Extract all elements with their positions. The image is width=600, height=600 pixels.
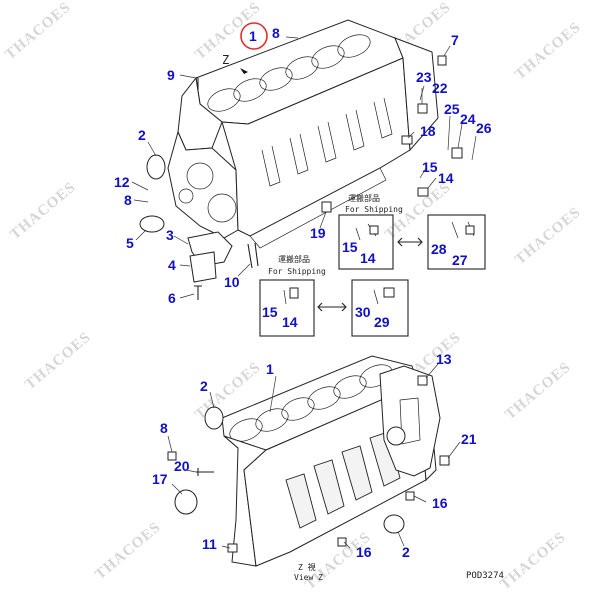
callout-5: 5 xyxy=(126,235,134,251)
callout-2: 2 xyxy=(138,127,146,143)
callout-8: 8 xyxy=(124,192,132,208)
callout-29: 29 xyxy=(374,314,390,330)
shipping-label: For Shipping xyxy=(268,267,326,276)
callout-16: 16 xyxy=(356,544,372,560)
part-18 xyxy=(401,135,413,145)
callout-11: 11 xyxy=(202,536,217,552)
plug-part-2 xyxy=(383,514,405,534)
callout-13: 13 xyxy=(436,351,452,367)
callout-15: 15 xyxy=(422,159,438,175)
callout-15: 15 xyxy=(342,239,358,255)
part-16 xyxy=(405,491,415,501)
figure-code: POD3274 xyxy=(466,571,504,581)
callout-24: 24 xyxy=(460,111,476,127)
plug-part-17 xyxy=(174,489,198,515)
equivalence-arrow xyxy=(397,237,423,247)
callouts-top: 1 8 7 9 23 22 2 18 25 24 26 12 8 15 14 5… xyxy=(114,25,492,330)
equivalence-arrow xyxy=(317,302,347,312)
view-label: View Z xyxy=(294,573,323,582)
callout-25: 25 xyxy=(444,101,460,117)
detail-boxes xyxy=(259,214,486,337)
callout-30: 30 xyxy=(355,304,371,320)
part-14 xyxy=(417,187,429,197)
part-13 xyxy=(417,375,428,386)
part-16 xyxy=(337,537,347,547)
callout-7: 7 xyxy=(451,32,459,48)
plug-part-2 xyxy=(204,406,224,430)
cylinder-block-bottom-view xyxy=(167,355,450,567)
part-7 xyxy=(437,55,447,66)
callout-9: 9 xyxy=(167,67,175,83)
part-4 xyxy=(189,251,217,283)
watermark: THACOES xyxy=(497,529,569,593)
shipping-label: For Shipping xyxy=(345,205,403,214)
callout-15: 15 xyxy=(262,304,278,320)
callout-27: 27 xyxy=(452,252,468,268)
callout-8: 8 xyxy=(272,25,280,41)
watermark: THACOES xyxy=(7,179,79,243)
callout-17: 17 xyxy=(152,471,168,487)
watermark: THACOES xyxy=(2,0,74,63)
part-21 xyxy=(439,455,450,466)
callout-10: 10 xyxy=(224,274,240,290)
part-24 xyxy=(451,147,463,159)
callout-23: 23 xyxy=(416,69,432,85)
callout-14: 14 xyxy=(282,314,298,330)
shipping-kanji: 運搬部品 xyxy=(278,254,310,264)
callout-26: 26 xyxy=(476,120,492,136)
callout-20: 20 xyxy=(174,458,190,474)
callout-12: 12 xyxy=(114,174,130,190)
arrow-letter: Z xyxy=(222,53,229,67)
watermark: THACOES xyxy=(92,519,164,583)
callout-4: 4 xyxy=(168,257,176,273)
part-19 xyxy=(321,201,332,213)
watermark: THACOES xyxy=(512,19,584,83)
callout-28: 28 xyxy=(431,241,447,257)
callout-22: 22 xyxy=(432,80,448,96)
highlight-circle xyxy=(240,22,268,50)
view-label-kanji: Z 視 xyxy=(298,563,316,572)
watermark: THACOES xyxy=(502,359,574,423)
callout-2: 2 xyxy=(200,378,208,394)
callouts-bottom: 1 13 2 8 20 17 21 16 11 16 2 xyxy=(152,351,477,560)
cylinder-block-top-view xyxy=(139,19,463,300)
callout-21: 21 xyxy=(461,431,477,447)
leader-lines-top xyxy=(131,36,477,299)
stud-part-10 xyxy=(247,242,259,269)
part-22 xyxy=(417,103,428,114)
watermark: THACOES xyxy=(22,329,94,393)
callout-14: 14 xyxy=(438,170,454,186)
leader-lines-bottom xyxy=(167,363,461,549)
callout-1: 1 xyxy=(249,28,257,44)
shipping-kanji: 運搬部品 xyxy=(348,193,380,203)
part-11 xyxy=(227,543,238,553)
callout-6: 6 xyxy=(168,290,176,306)
bearing-part-5 xyxy=(139,215,165,233)
bolt-part-20 xyxy=(196,468,214,476)
callout-19: 19 xyxy=(310,225,326,241)
plug-part-2 xyxy=(146,154,166,180)
callout-14: 14 xyxy=(360,250,376,266)
callout-2: 2 xyxy=(402,544,410,560)
bolt-part-6 xyxy=(194,285,202,300)
watermark: THACOES xyxy=(512,204,584,268)
callout-16: 16 xyxy=(432,495,448,511)
view-z-arrow: Z xyxy=(222,53,248,74)
callout-8: 8 xyxy=(160,420,168,436)
callout-3: 3 xyxy=(166,227,174,243)
callout-1: 1 xyxy=(266,361,274,377)
callout-18: 18 xyxy=(420,123,436,139)
